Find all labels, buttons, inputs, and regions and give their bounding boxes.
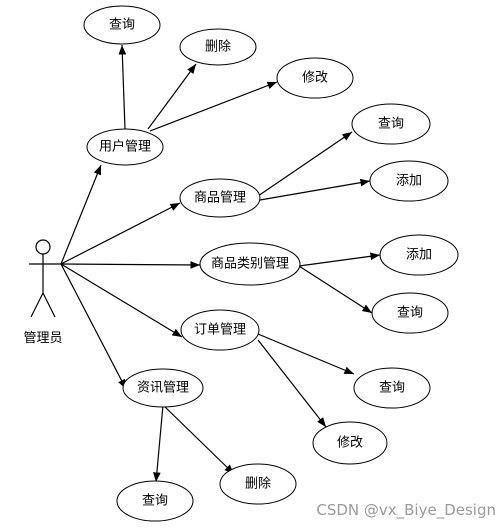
edge-product-query: [257, 131, 353, 197]
edges: [60, 44, 381, 483]
edge-actor-category-mgmt: [60, 261, 201, 269]
actor-label: 管理员: [23, 331, 62, 346]
use-case-news-mgmt: 资讯管理: [122, 368, 204, 408]
actor-left-leg: [30, 292, 44, 318]
use-case-order-mgmt-label: 订单管理: [194, 323, 246, 338]
edge-news-delete: [162, 404, 235, 475]
edge-actor-news-mgmt: [60, 263, 127, 390]
use-case-user-delete: 删除: [179, 28, 257, 66]
use-case-order-mgmt: 订单管理: [180, 309, 260, 351]
use-case-category-mgmt-label: 商品类别管理: [211, 257, 289, 272]
edge-actor-order-mgmt: [60, 263, 183, 338]
use-case-category-add: 添加: [379, 234, 459, 276]
use-case-news-delete-label: 删除: [245, 477, 271, 492]
edge-category-add: [298, 252, 381, 267]
use-case-order-query: 查询: [353, 367, 431, 409]
use-case-product-add: 添加: [369, 160, 449, 202]
use-case-product-query-label: 查询: [378, 117, 404, 132]
use-case-product-mgmt-label: 商品管理: [194, 191, 246, 206]
edge-user-modify: [149, 81, 278, 132]
watermark-text: CSDN @vx_Biye_Design: [316, 501, 496, 520]
edge-user-delete: [147, 63, 197, 130]
use-case-product-mgmt: 商品管理: [179, 178, 261, 218]
edge-user-query: [118, 44, 127, 130]
edge-news-query: [153, 404, 164, 483]
use-case-user-mgmt-label: 用户管理: [99, 139, 151, 155]
edge-order-query: [257, 333, 355, 375]
use-case-news-mgmt-label: 资讯管理: [137, 381, 189, 396]
edge-product-add: [259, 178, 371, 201]
use-case-user-delete-label: 删除: [205, 40, 231, 55]
edge-category-query: [298, 265, 373, 314]
use-case-user-modify-label: 修改: [302, 71, 328, 86]
use-case-category-query: 查询: [371, 292, 449, 334]
use-case-order-query-label: 查询: [379, 381, 405, 396]
use-case-order-modify: 修改: [312, 421, 388, 465]
actor-head: [35, 239, 51, 255]
use-case-category-query-label: 查询: [397, 306, 423, 321]
use-case-news-query-label: 查询: [142, 494, 168, 509]
edge-actor-product-mgmt: [60, 202, 181, 265]
actor-right-leg: [42, 292, 56, 318]
use-case-news-query: 查询: [116, 480, 194, 522]
edge-order-modify: [257, 339, 327, 428]
use-case-order-modify-label: 修改: [337, 436, 363, 451]
actor: 管理员: [23, 239, 63, 346]
use-case-user-mgmt: 用户管理: [86, 128, 164, 166]
use-case-user-query: 查询: [83, 5, 161, 45]
edge-actor-user-mgmt: [60, 164, 102, 265]
use-case-category-mgmt: 商品类别管理: [199, 242, 301, 286]
use-case-category-add-label: 添加: [406, 248, 432, 263]
use-case-product-query: 查询: [351, 103, 431, 145]
use-case-user-modify: 修改: [276, 57, 354, 99]
use-case-news-delete: 删除: [219, 463, 297, 505]
use-case-user-query-label: 查询: [109, 18, 135, 33]
use-case-product-add-label: 添加: [396, 174, 422, 189]
